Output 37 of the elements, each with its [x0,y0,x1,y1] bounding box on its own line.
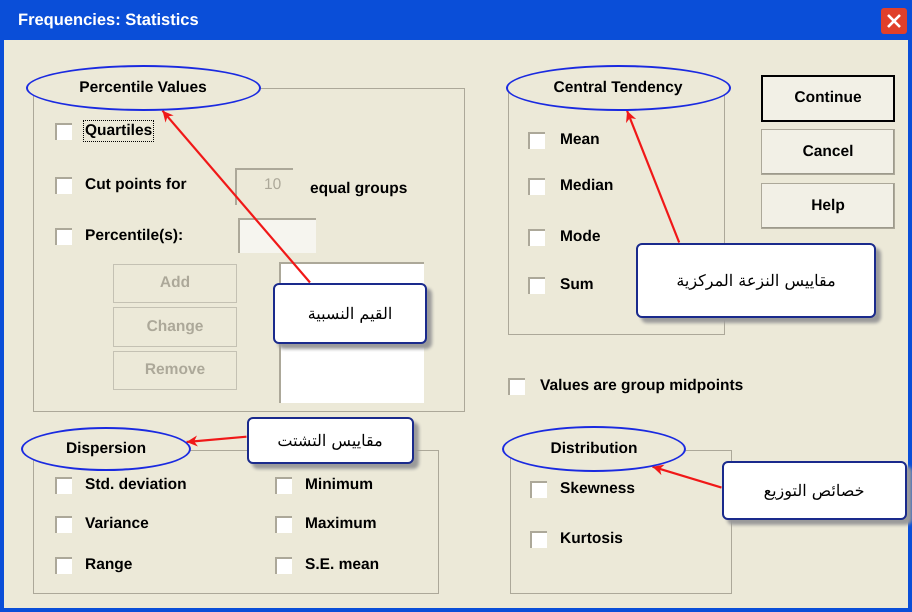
callout-box: مقاييس التشتت [246,416,414,464]
push-button: Help [761,183,895,229]
push-button: Remove [113,350,237,390]
callout-box: مقاييس النزعة المركزية [636,242,876,318]
field-caption: equal groups [310,180,408,198]
checkbox-label: Sum [560,276,594,294]
checkbox-label: Skewness [560,480,635,498]
checkbox-label: Range [85,556,132,574]
arrow [186,436,247,446]
push-button: Add [113,264,237,302]
checkbox-label: Kurtosis [560,530,623,548]
checkbox-label: Mean [560,131,600,149]
highlight-ellipse: Distribution [502,426,686,472]
checkbox-label: Maximum [305,515,376,533]
checkbox-label: Percentile(s): [85,227,184,245]
callout-box: القيم النسبية [273,282,427,344]
checkbox-label: Minimum [305,476,374,494]
window-title: Frequencies: Statistics [18,11,199,29]
highlight-ellipse: Central Tendency [506,65,730,111]
arrow [652,464,722,489]
checkbox-label: Quartiles [85,122,152,140]
push-button: Continue [761,74,895,122]
arrow [162,110,311,284]
highlight-ellipse: Dispersion [21,427,191,471]
callout-box: خصائص التوزيع [722,460,906,520]
arrow [626,110,680,243]
highlight-ellipse: Percentile Values [26,65,260,111]
checkbox-label: Median [560,177,614,195]
checkbox-label: S.E. mean [305,556,380,574]
field-value: 10 [264,176,282,194]
push-button: Change [113,307,237,347]
push-button: Cancel [761,129,895,175]
checkbox-label: Cut points for [85,176,187,194]
checkbox-label: Std. deviation [85,476,187,494]
checkbox-label: Variance [85,515,149,533]
checkbox-label: Values are group midpoints [540,377,744,395]
checkbox-label: Mode [560,228,600,246]
